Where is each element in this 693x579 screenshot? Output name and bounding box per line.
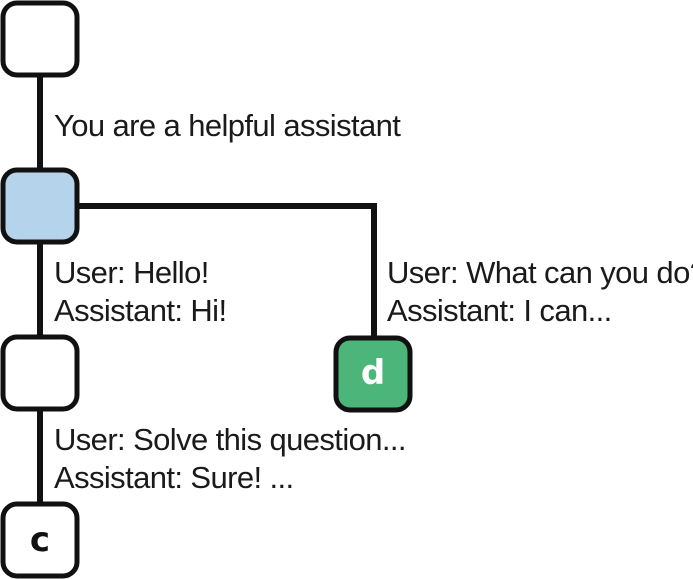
- label-branch-assistant: Assistant: I can...: [387, 293, 612, 328]
- label-turn1-assistant: Assistant: Hi!: [54, 293, 226, 328]
- label-turn1-user: User: Hello!: [54, 255, 209, 290]
- label-system-prompt: You are a helpful assistant: [54, 108, 401, 143]
- label-turn2-assistant: Assistant: Sure! ...: [54, 460, 294, 495]
- edges: [37, 76, 377, 505]
- node-system[interactable]: [0, 167, 80, 245]
- node-branch[interactable]: d: [333, 335, 413, 413]
- label-turn2-user: User: Solve this question...: [54, 422, 406, 457]
- node-turn1[interactable]: [0, 334, 80, 412]
- label-branch-user: User: What can you do?: [387, 255, 693, 290]
- edge-system-branch: [78, 203, 377, 340]
- node-leaf-letter: c: [30, 520, 50, 560]
- node-branch-letter: d: [361, 353, 385, 393]
- node-root[interactable]: [0, 0, 80, 78]
- node-leaf[interactable]: c: [0, 501, 80, 579]
